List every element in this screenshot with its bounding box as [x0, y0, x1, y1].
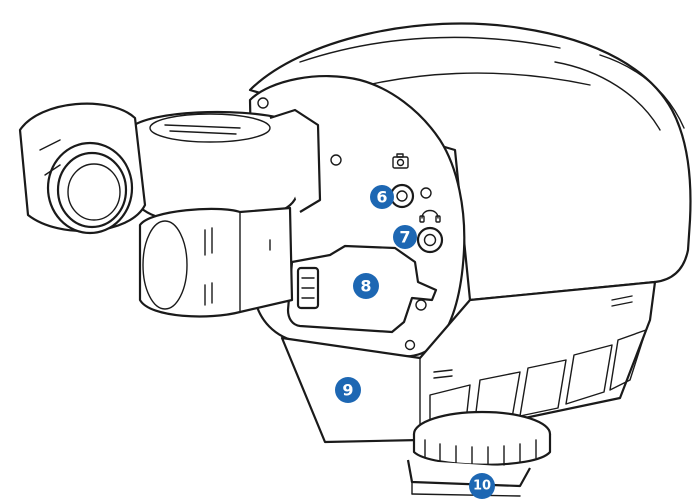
callout-10: 10 — [469, 473, 495, 499]
svg-text:8: 8 — [360, 277, 371, 296]
headphone-jack[interactable] — [418, 228, 442, 252]
svg-text:6: 6 — [376, 188, 387, 207]
svg-text:10: 10 — [473, 479, 491, 494]
callout-6: 6 — [370, 185, 394, 209]
svg-text:9: 9 — [342, 381, 353, 400]
callout-8: 8 — [353, 273, 379, 299]
svg-text:7: 7 — [399, 228, 410, 247]
front-mic-capsule — [140, 208, 292, 316]
left-mic-capsule — [20, 104, 145, 233]
mic-housing — [128, 110, 320, 220]
camera-output-jack[interactable] — [391, 185, 413, 207]
callout-9: 9 — [335, 377, 361, 403]
callout-7: 7 — [393, 225, 417, 249]
